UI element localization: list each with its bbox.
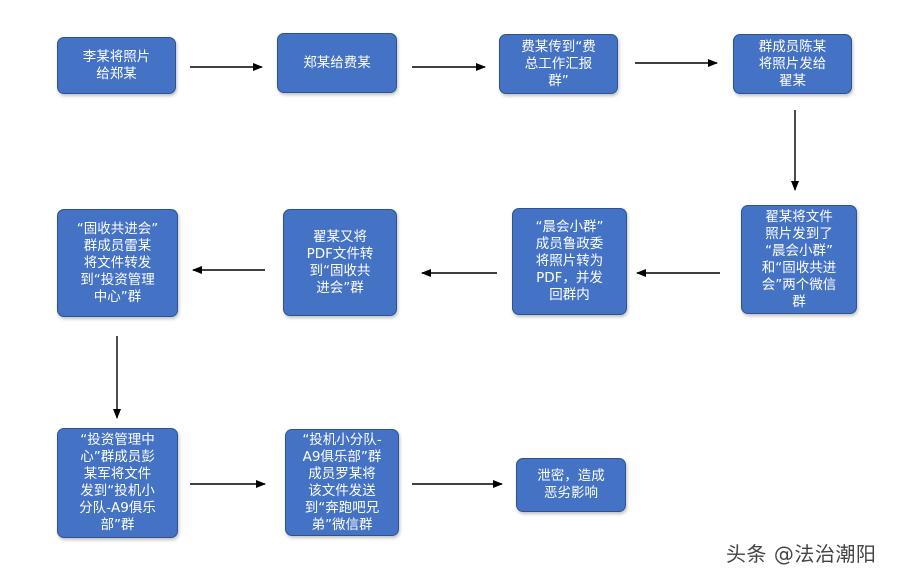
node-li-to-zheng: 李某将照片 给郑某: [57, 37, 176, 94]
node-peng-forward: “投资管理中 心”群成员彭 某军将文件 发到“投机小 分队-A9俱乐 部”群: [57, 428, 178, 538]
node-fei-to-group: 费某传到“费 总工作汇报 群”: [499, 34, 618, 94]
watermark: 头条 @法治潮阳: [726, 542, 877, 566]
node-luo-forward: “投机小分队- A9俱乐部”群 成员罗某将 该文件发送 到“奔跑吧兄 弟”微信群: [285, 429, 399, 536]
node-zhai-to-two-groups: 翟某将文件 照片发到了 “晨会小群” 和“固收共进 会”两个微信 群: [741, 205, 857, 314]
node-lu-pdf: “晨会小群” 成员鲁政委 将照片转为 PDF，并发 回群内: [512, 208, 627, 315]
node-chen-to-zhai: 群成员陈某 将照片发给 翟某: [733, 34, 852, 94]
node-lei-forward: “固收共进会” 群成员雷某 将文件转发 到“投资管理 中心”群: [57, 209, 178, 317]
node-zheng-to-fei: 郑某给费某: [277, 33, 397, 93]
node-leak-result: 泄密，造成 恶劣影响: [516, 458, 626, 512]
node-zhai-pdf-forward: 翟某又将 PDF文件转 到“固收共 进会”群: [283, 209, 397, 316]
